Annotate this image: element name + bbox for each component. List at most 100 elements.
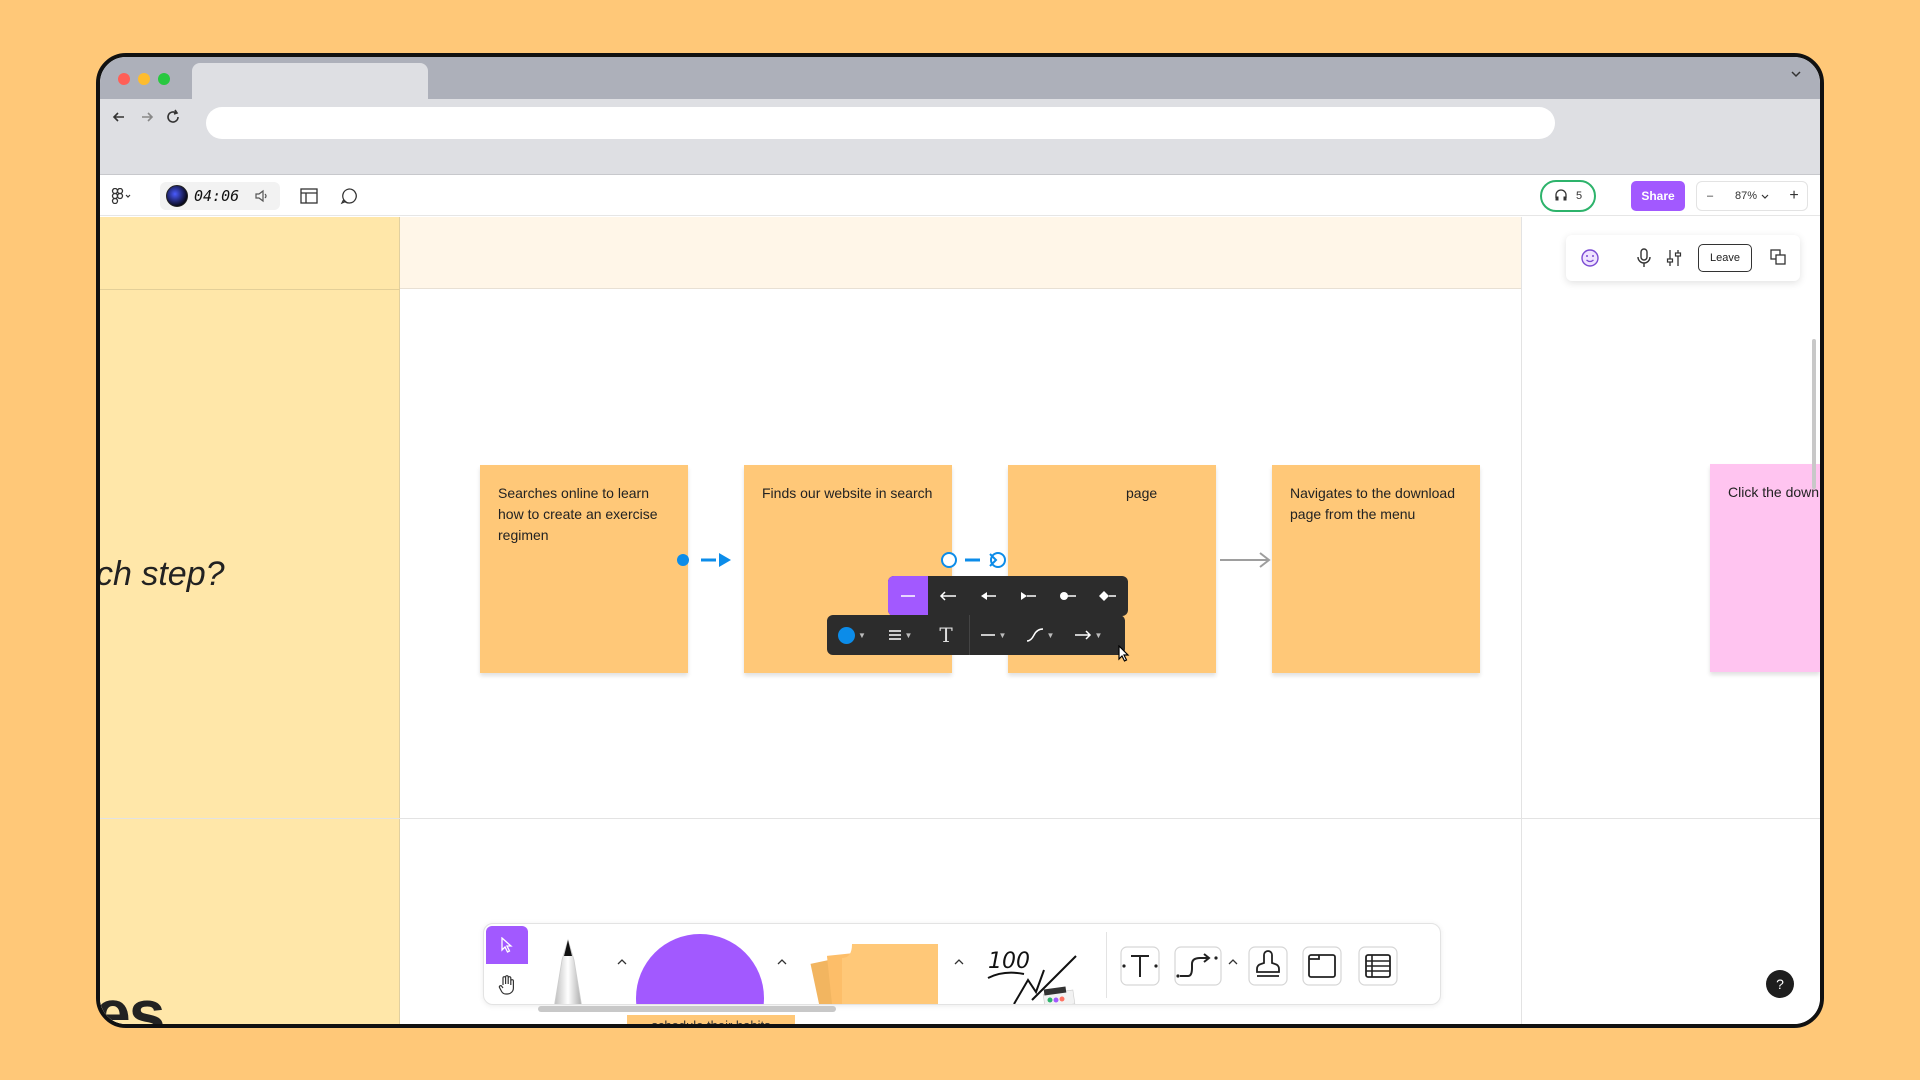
layout-icon[interactable] xyxy=(296,184,322,208)
section-tool-button[interactable] xyxy=(1302,946,1342,986)
timer-value: 04:06 xyxy=(194,187,240,205)
app-toolbar: 04:06 5 Share – 87% + xyxy=(100,176,1820,216)
line-end-circle-icon[interactable] xyxy=(1048,576,1088,616)
audio-settings-icon[interactable] xyxy=(1666,249,1682,272)
connector-icon xyxy=(1174,946,1222,986)
board-canvas[interactable]: ch step? es Searches online to learn how… xyxy=(100,217,1820,1024)
grid-line xyxy=(1521,217,1522,1024)
browser-tab[interactable] xyxy=(192,63,428,99)
stamp-tool-button[interactable] xyxy=(1248,946,1288,986)
pop-out-icon[interactable] xyxy=(1770,249,1786,270)
header-row-band xyxy=(400,217,1521,289)
line-end-arrow-icon[interactable] xyxy=(928,576,968,616)
listeners-count: 5 xyxy=(1575,190,1583,202)
line-end-none-icon[interactable] xyxy=(888,576,928,616)
chevron-down-icon: ▼ xyxy=(998,630,1007,640)
sticky-note[interactable]: schedule their habits xyxy=(627,1015,795,1024)
line-end-reverse-triangle-icon[interactable] xyxy=(1008,576,1048,616)
share-button[interactable]: Share xyxy=(1631,181,1685,211)
zoom-out-button[interactable]: – xyxy=(1706,190,1714,202)
zoom-level-value: 87% xyxy=(1734,190,1758,202)
back-arrow-icon[interactable] xyxy=(106,109,132,130)
browser-window: 04:06 5 Share – 87% + ch step? xyxy=(96,53,1824,1028)
arrow-style-dropdown[interactable]: ▼ xyxy=(1064,615,1112,655)
grid-line xyxy=(100,289,400,290)
add-text-button[interactable]: T xyxy=(939,623,953,647)
hand-icon xyxy=(498,975,514,995)
chevron-down-icon[interactable] xyxy=(1790,67,1802,83)
row-heading[interactable]: ch step? xyxy=(96,555,225,593)
move-tool-button[interactable] xyxy=(486,926,528,964)
close-window-button[interactable] xyxy=(118,73,130,85)
stroke-color-swatch xyxy=(838,626,856,644)
minimize-window-button[interactable] xyxy=(138,73,150,85)
microphone-icon[interactable] xyxy=(1636,248,1652,273)
reload-icon[interactable] xyxy=(160,109,186,130)
connector-arrow[interactable] xyxy=(1218,550,1274,570)
hand-tool-button[interactable] xyxy=(486,966,528,1004)
text-icon xyxy=(1120,946,1160,986)
chevron-up-icon[interactable] xyxy=(1228,957,1238,969)
maximize-window-button[interactable] xyxy=(158,73,170,85)
browser-navbar xyxy=(100,99,1820,175)
figma-menu-icon[interactable] xyxy=(108,184,136,208)
toolbar-divider xyxy=(969,615,970,655)
line-type-dropdown[interactable]: ▼ xyxy=(1016,615,1064,655)
line-end-diamond-icon[interactable] xyxy=(1088,576,1128,616)
horizontal-scrollbar[interactable] xyxy=(538,1006,836,1012)
endpoint-style-toolbar xyxy=(888,576,1128,616)
sticky-note[interactable]: Navigates to the download page from the … xyxy=(1272,465,1480,673)
connector-arrow-selected[interactable] xyxy=(676,550,736,570)
forward-arrow-icon[interactable] xyxy=(134,109,160,130)
connector-tool-button[interactable] xyxy=(1174,946,1222,986)
section-heading[interactable]: es xyxy=(96,976,165,1028)
stamp-icon xyxy=(1248,946,1288,986)
headphones-icon xyxy=(1554,188,1568,205)
creation-toolbar: 100 xyxy=(483,923,1441,1005)
vertical-scrollbar[interactable] xyxy=(1812,339,1816,489)
svg-text:100: 100 xyxy=(988,949,1030,974)
chevron-down-icon: ▼ xyxy=(904,630,913,640)
smiley-avatar-icon[interactable] xyxy=(1580,248,1600,273)
sticky-note-stack-icon[interactable] xyxy=(802,938,942,1005)
cursor-arrow-icon xyxy=(501,937,513,953)
toolbar-divider xyxy=(1106,932,1107,998)
stroke-weight-dropdown[interactable]: ▼ xyxy=(877,615,923,655)
text-tool-button[interactable] xyxy=(1120,946,1160,986)
chevron-down-icon: ▼ xyxy=(858,630,866,640)
connector-line-selected[interactable] xyxy=(940,550,1010,570)
timer-widget[interactable]: 04:06 xyxy=(160,182,280,210)
stroke-color-picker[interactable]: ▼ xyxy=(827,615,877,655)
mouse-cursor-icon xyxy=(1118,645,1130,662)
grid-line xyxy=(100,818,1820,819)
table-icon xyxy=(1358,946,1398,986)
chevron-down-icon: ▼ xyxy=(1094,630,1103,640)
marker-pen-icon[interactable] xyxy=(546,938,590,1005)
leave-call-button[interactable]: Leave xyxy=(1698,244,1752,272)
stamps-stickers-icon[interactable]: 100 xyxy=(984,944,1096,1005)
tab-strip xyxy=(100,57,1820,99)
zoom-level-dropdown[interactable]: 87% xyxy=(1727,190,1777,202)
chevron-up-icon[interactable] xyxy=(617,957,627,969)
help-button[interactable]: ? xyxy=(1766,970,1794,998)
section-icon xyxy=(1302,946,1342,986)
address-bar[interactable] xyxy=(206,107,1555,139)
zoom-in-button[interactable]: + xyxy=(1789,187,1799,204)
zoom-controls: – 87% + xyxy=(1696,181,1808,211)
comment-icon[interactable] xyxy=(336,184,362,208)
table-tool-button[interactable] xyxy=(1358,946,1398,986)
chevron-up-icon[interactable] xyxy=(777,957,787,969)
timer-avatar-icon xyxy=(166,185,188,207)
sticky-note[interactable]: Searches online to learn how to create a… xyxy=(480,465,688,673)
connector-style-toolbar: ▼ ▼ T ▼ ▼ ▼ xyxy=(827,615,1125,655)
arrow-right-icon xyxy=(1074,630,1091,640)
chevron-down-icon xyxy=(1761,194,1769,199)
chevron-up-icon[interactable] xyxy=(954,957,964,969)
sticky-note[interactable]: Click the down xyxy=(1710,464,1820,672)
line-end-triangle-icon[interactable] xyxy=(968,576,1008,616)
section-label-column xyxy=(100,217,400,1024)
speaker-icon[interactable] xyxy=(250,184,274,208)
line-style-dropdown[interactable]: ▼ xyxy=(970,615,1016,655)
shape-tool-circle-icon[interactable] xyxy=(634,932,766,1005)
audio-listeners-button[interactable]: 5 xyxy=(1540,180,1596,212)
